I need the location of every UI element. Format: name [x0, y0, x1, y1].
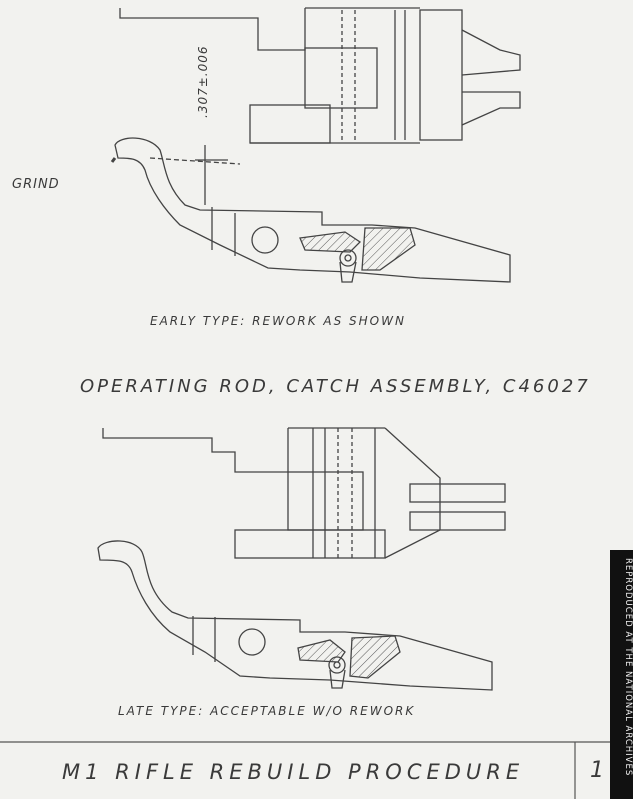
archive-stamp-text: REPRODUCED AT THE NATIONAL ARCHIVES — [623, 558, 633, 777]
late-type-caption: LATE TYPE: ACCEPTABLE W/O REWORK — [118, 704, 416, 718]
late-top-view — [102, 427, 506, 559]
dimension-label: .307±.006 — [196, 45, 210, 119]
early-top-view — [119, 7, 521, 144]
archive-stamp: REPRODUCED AT THE NATIONAL ARCHIVES — [610, 550, 633, 799]
drawing-title: OPERATING ROD, CATCH ASSEMBLY, C46027 — [80, 376, 591, 397]
title-block — [0, 741, 633, 799]
early-side-view — [110, 137, 511, 283]
late-side-view — [97, 540, 493, 691]
document-title: M1 RIFLE REBUILD PROCEDURE — [62, 760, 525, 784]
early-type-caption: EARLY TYPE: REWORK AS SHOWN — [150, 314, 406, 328]
page-number: 1 — [590, 758, 606, 783]
grind-label: GRIND — [12, 177, 60, 192]
